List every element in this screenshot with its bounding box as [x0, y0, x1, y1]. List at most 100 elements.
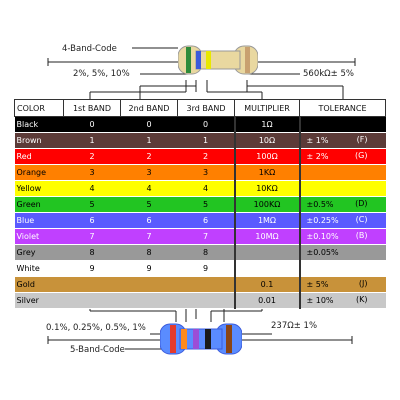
four-band-resistor	[178, 45, 258, 75]
tolerance-code: (C)	[355, 215, 368, 224]
tolerance-code: (F)	[356, 135, 368, 144]
first-band-value	[63, 276, 121, 293]
first-band-value: 9	[63, 260, 121, 277]
multiplier-value	[233, 260, 300, 277]
color-name: Red	[14, 148, 64, 165]
third-band-value: 6	[177, 212, 235, 229]
second-band-value: 2	[120, 148, 178, 165]
first-band-value: 6	[63, 212, 121, 229]
tolerance-percent: ± 10%	[306, 296, 334, 305]
second-band-value: 7	[120, 228, 178, 245]
tolerance-percent: ± 2%	[306, 152, 329, 161]
color-name: Brown	[14, 132, 64, 149]
band-5	[226, 325, 232, 353]
color-name: Yellow	[14, 180, 64, 197]
tolerance-value	[298, 164, 386, 181]
multiplier-value: 100Ω	[233, 148, 300, 165]
five-band-left-caption: 0.1%, 0.25%, 0.5%, 1%	[46, 323, 146, 333]
band-4	[245, 47, 250, 73]
third-band-value: 5	[177, 196, 235, 213]
five-band-resistor	[160, 323, 242, 355]
multiplier-value: 1KΩ	[233, 164, 300, 181]
third-band-value: 1	[177, 132, 235, 149]
second-band-value	[120, 292, 178, 309]
band-1	[186, 47, 191, 73]
multiplier-value: 0.1	[233, 276, 300, 293]
band-3	[193, 329, 199, 349]
second-band-value	[120, 276, 178, 293]
first-band-value: 8	[63, 244, 121, 261]
five-band-right-caption: 237Ω± 1%	[271, 321, 318, 331]
second-band-value: 4	[120, 180, 178, 197]
color-name: Green	[14, 196, 64, 213]
color-name: Violet	[14, 228, 64, 245]
tolerance-percent: ±0.10%	[306, 232, 339, 241]
tolerance-value: ± 10%(K)	[298, 292, 386, 309]
color-name: White	[14, 260, 64, 277]
header-color: COLOR	[14, 99, 64, 117]
third-band-value: 9	[177, 260, 235, 277]
tolerance-percent: ±0.05%	[306, 248, 339, 257]
second-band-value: 0	[120, 116, 178, 133]
tolerance-value: ± 1% (F)	[298, 132, 386, 149]
band-2	[196, 51, 201, 69]
multiplier-value: 1MΩ	[233, 212, 300, 229]
multiplier-value: 10MΩ	[233, 228, 300, 245]
header-3rd-band: 3rd BAND	[177, 99, 235, 117]
first-band-value: 5	[63, 196, 121, 213]
second-band-value: 6	[120, 212, 178, 229]
tolerance-code: (G)	[355, 151, 368, 160]
third-band-value: 2	[177, 148, 235, 165]
five-band-title: 5-Band-Code	[70, 345, 125, 355]
tolerance-code: (B)	[355, 231, 368, 240]
third-band-value: 3	[177, 164, 235, 181]
second-band-value: 1	[120, 132, 178, 149]
tolerance-value: ±0.5%(D)	[298, 196, 386, 213]
first-band-value: 2	[63, 148, 121, 165]
color-name: Gold	[14, 276, 64, 293]
multiplier-value: 10KΩ	[233, 180, 300, 197]
tolerance-value	[298, 260, 386, 277]
color-name: Blue	[14, 212, 64, 229]
multiplier-value: 1Ω	[233, 116, 300, 133]
multiplier-value: 10Ω	[233, 132, 300, 149]
second-band-value: 3	[120, 164, 178, 181]
third-band-value: 0	[177, 116, 235, 133]
band-4	[205, 329, 211, 349]
tolerance-percent: ±0.25%	[306, 216, 339, 225]
four-band-right-caption: 560kΩ± 5%	[303, 69, 354, 79]
tolerance-value	[298, 180, 386, 197]
first-band-value: 1	[63, 132, 121, 149]
color-name: Silver	[14, 292, 64, 309]
second-band-value: 8	[120, 244, 178, 261]
first-band-value: 0	[63, 116, 121, 133]
color-name: Black	[14, 116, 64, 133]
color-name: Grey	[14, 244, 64, 261]
tolerance-percent: ± 1%	[306, 136, 329, 145]
header-tolerance: TOLERANCE	[299, 99, 386, 117]
band-2	[181, 329, 187, 349]
first-band-value: 7	[63, 228, 121, 245]
first-band-value: 3	[63, 164, 121, 181]
tolerance-percent: ± 5%	[306, 280, 329, 289]
third-band-value: 4	[177, 180, 235, 197]
table-row: Gold 0.1± 5%(J)	[14, 276, 386, 293]
first-band-value	[63, 292, 121, 309]
tolerance-value: ± 5%(J)	[298, 276, 386, 293]
tolerance-value: ±0.10% (B)	[298, 228, 386, 245]
header-multiplier: MULTIPLIER	[234, 99, 300, 117]
third-band-value	[177, 276, 235, 293]
band-3	[206, 51, 211, 69]
multiplier-value	[233, 244, 300, 261]
